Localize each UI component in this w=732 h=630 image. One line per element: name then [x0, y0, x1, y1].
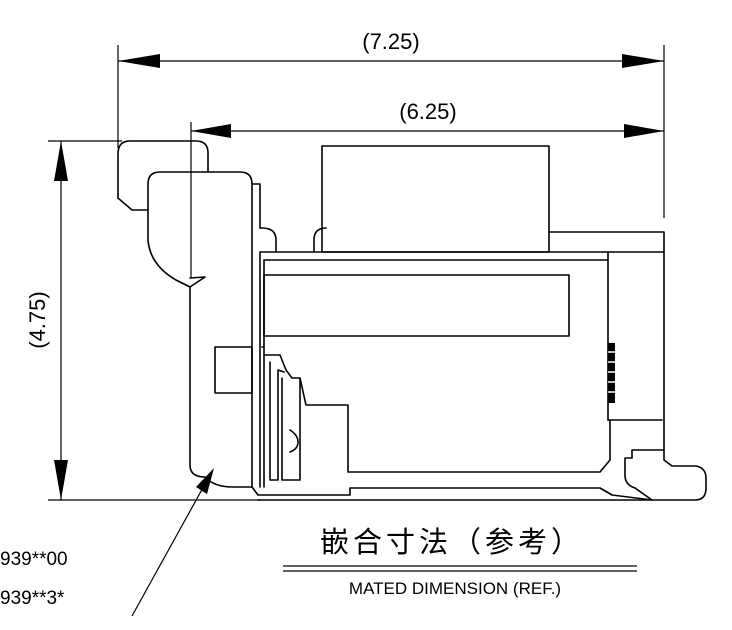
caption-english: MATED DIMENSION (REF.) — [349, 579, 561, 598]
overall-width-label: (7.25) — [362, 29, 419, 54]
arrowhead-left — [118, 54, 160, 68]
dimension-inner-width: (6.25) — [190, 99, 664, 278]
arrowhead-right — [622, 54, 664, 68]
part-number: 939**3* — [0, 588, 65, 609]
top-block — [321, 145, 550, 253]
caption: 嵌合寸法（参考） MATED DIMENSION (REF.) — [283, 525, 637, 598]
part-leader — [131, 468, 214, 617]
arrowhead-right — [624, 124, 664, 138]
caption-japanese: 嵌合寸法（参考） — [320, 525, 584, 559]
height-label: (4.75) — [25, 291, 50, 348]
inner-bar — [263, 274, 570, 337]
contact-area — [263, 354, 611, 473]
arrowhead-top — [54, 141, 68, 181]
arrowhead-left — [191, 124, 231, 138]
bottom-rail — [251, 486, 653, 501]
front-latch — [147, 171, 253, 488]
arrowhead-bottom — [54, 460, 68, 500]
part-number: 939**00 — [0, 549, 68, 570]
rear-latch — [117, 140, 209, 199]
leader-arrowhead — [196, 468, 214, 494]
main-body — [259, 251, 707, 501]
right-contacts — [608, 343, 615, 403]
side-tab — [214, 346, 253, 394]
dimension-height: (4.75) — [25, 140, 260, 501]
dimension-overall-width: (7.25) — [117, 29, 665, 218]
connector-assembly — [117, 140, 707, 501]
inner-width-label: (6.25) — [399, 99, 456, 124]
